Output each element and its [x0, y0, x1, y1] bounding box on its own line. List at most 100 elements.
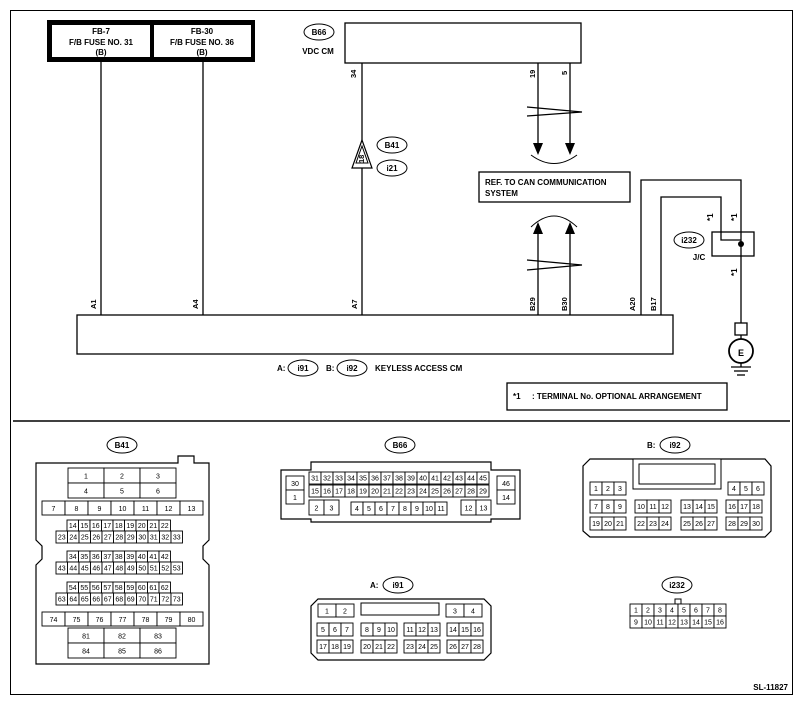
terminal-number: 24	[418, 644, 426, 651]
ground-label: E	[738, 348, 744, 358]
terminal-number: 2	[343, 608, 347, 615]
terminal-number: 1	[634, 608, 638, 615]
terminal-number: 25	[430, 644, 438, 651]
terminal-number: 13	[188, 506, 196, 513]
terminal-number: 14	[69, 523, 77, 530]
pin-a1: A1	[89, 299, 98, 309]
terminal-number: 20	[371, 488, 379, 495]
terminal-number: 82	[118, 633, 126, 640]
terminal-number: 18	[347, 488, 355, 495]
terminal-number: 11	[437, 506, 444, 513]
terminal-number: 34	[69, 554, 77, 561]
terminal-number: 11	[406, 627, 413, 634]
terminal-number: 16	[473, 627, 481, 634]
terminal-number: 36	[92, 554, 100, 561]
terminal-number: 17	[335, 488, 343, 495]
terminal-cell	[470, 639, 484, 654]
terminal-number: 46	[502, 481, 510, 488]
terminal-number: 37	[383, 475, 391, 482]
terminal-cell	[476, 471, 490, 485]
terminal-number: 42	[161, 554, 169, 561]
terminal-cell	[749, 516, 763, 531]
terminal-number: 41	[149, 554, 157, 561]
keyless-a-conn: i91	[297, 364, 309, 373]
terminal-number: 8	[75, 506, 79, 513]
terminal-cell	[340, 639, 354, 654]
terminal-number: 85	[118, 648, 126, 655]
terminal-cell	[704, 516, 718, 531]
can-lines-upper	[526, 63, 583, 164]
terminal-cell	[476, 484, 490, 498]
terminal-number: 35	[359, 475, 367, 482]
terminal-number: 6	[756, 486, 760, 493]
terminal-number: 10	[387, 627, 395, 634]
terminal-number: 20	[138, 523, 146, 530]
terminal-number: 2	[606, 486, 610, 493]
i92-title: i92	[669, 441, 681, 450]
terminal-number: 9	[634, 620, 638, 627]
terminal-number: 12	[418, 627, 426, 634]
terminal-number: 14	[502, 495, 510, 502]
terminal-number: 3	[658, 608, 662, 615]
terminal-number: 6	[333, 627, 337, 634]
terminal-number: 37	[103, 554, 111, 561]
terminal-number: 11	[142, 506, 149, 513]
terminal-number: 40	[419, 475, 427, 482]
keyless-access-cm: A1 A4 A7 B29 B30 A20 B17 A: i91 B: i92 K…	[76, 297, 674, 377]
terminal-number: 9	[415, 506, 419, 513]
terminal-number: 24	[69, 534, 77, 541]
terminal-number: 44	[69, 565, 77, 572]
terminal-number: 16	[716, 620, 724, 627]
vdc-cm-module: B66 VDC CM 34 19 5	[302, 22, 582, 78]
terminal-number: 83	[154, 633, 162, 640]
terminal-number: 69	[127, 596, 135, 603]
fuse-2-line3: (B)	[196, 48, 207, 57]
terminal-note-box: *1 : TERMINAL No. OPTIONAL ARRANGEMENT	[506, 382, 728, 411]
terminal-number: 27	[104, 534, 112, 541]
terminal-number: 18	[331, 644, 339, 651]
terminal-number: 2	[646, 608, 650, 615]
terminal-number: 49	[127, 565, 135, 572]
terminal-cell	[434, 501, 448, 516]
terminal-number: 23	[649, 521, 657, 528]
terminal-number: 8	[365, 627, 369, 634]
terminal-number: 26	[92, 534, 100, 541]
terminal-number: 59	[126, 585, 134, 592]
terminal-number: 1	[594, 486, 598, 493]
vdc-connector-label: B66	[312, 28, 327, 37]
terminal-cell	[179, 500, 204, 516]
terminal-number: 29	[740, 521, 748, 528]
terminal-number: 22	[161, 523, 169, 530]
pin-b30: B30	[560, 297, 569, 311]
vdc-name: VDC CM	[302, 47, 334, 56]
terminal-number: 16	[728, 504, 736, 511]
terminal-number: 34	[347, 475, 355, 482]
terminal-number: 27	[707, 521, 715, 528]
terminal-number: 14	[449, 627, 457, 634]
terminal-number: 29	[127, 534, 135, 541]
terminal-number: 19	[592, 521, 600, 528]
terminal-number: 84	[82, 648, 90, 655]
terminal-number: 50	[138, 565, 146, 572]
terminal-number: 48	[115, 565, 123, 572]
terminal-number: 25	[431, 488, 439, 495]
terminal-number: 4	[84, 488, 88, 495]
terminal-number: 26	[695, 521, 703, 528]
terminal-number: 26	[449, 644, 457, 651]
inline-lower-label: i21	[386, 164, 398, 173]
inline-upper-label: B41	[385, 141, 400, 150]
terminal-number: 3	[156, 473, 160, 480]
terminal-number: 55	[80, 585, 88, 592]
terminal-number: 7	[391, 506, 395, 513]
terminal-number: 78	[142, 617, 150, 624]
fuse-2-line1: FB-30	[191, 27, 214, 36]
terminal-number: 31	[311, 475, 319, 482]
terminal-number: 8	[403, 506, 407, 513]
terminal-number: 28	[728, 521, 736, 528]
terminal-number: 32	[161, 534, 169, 541]
